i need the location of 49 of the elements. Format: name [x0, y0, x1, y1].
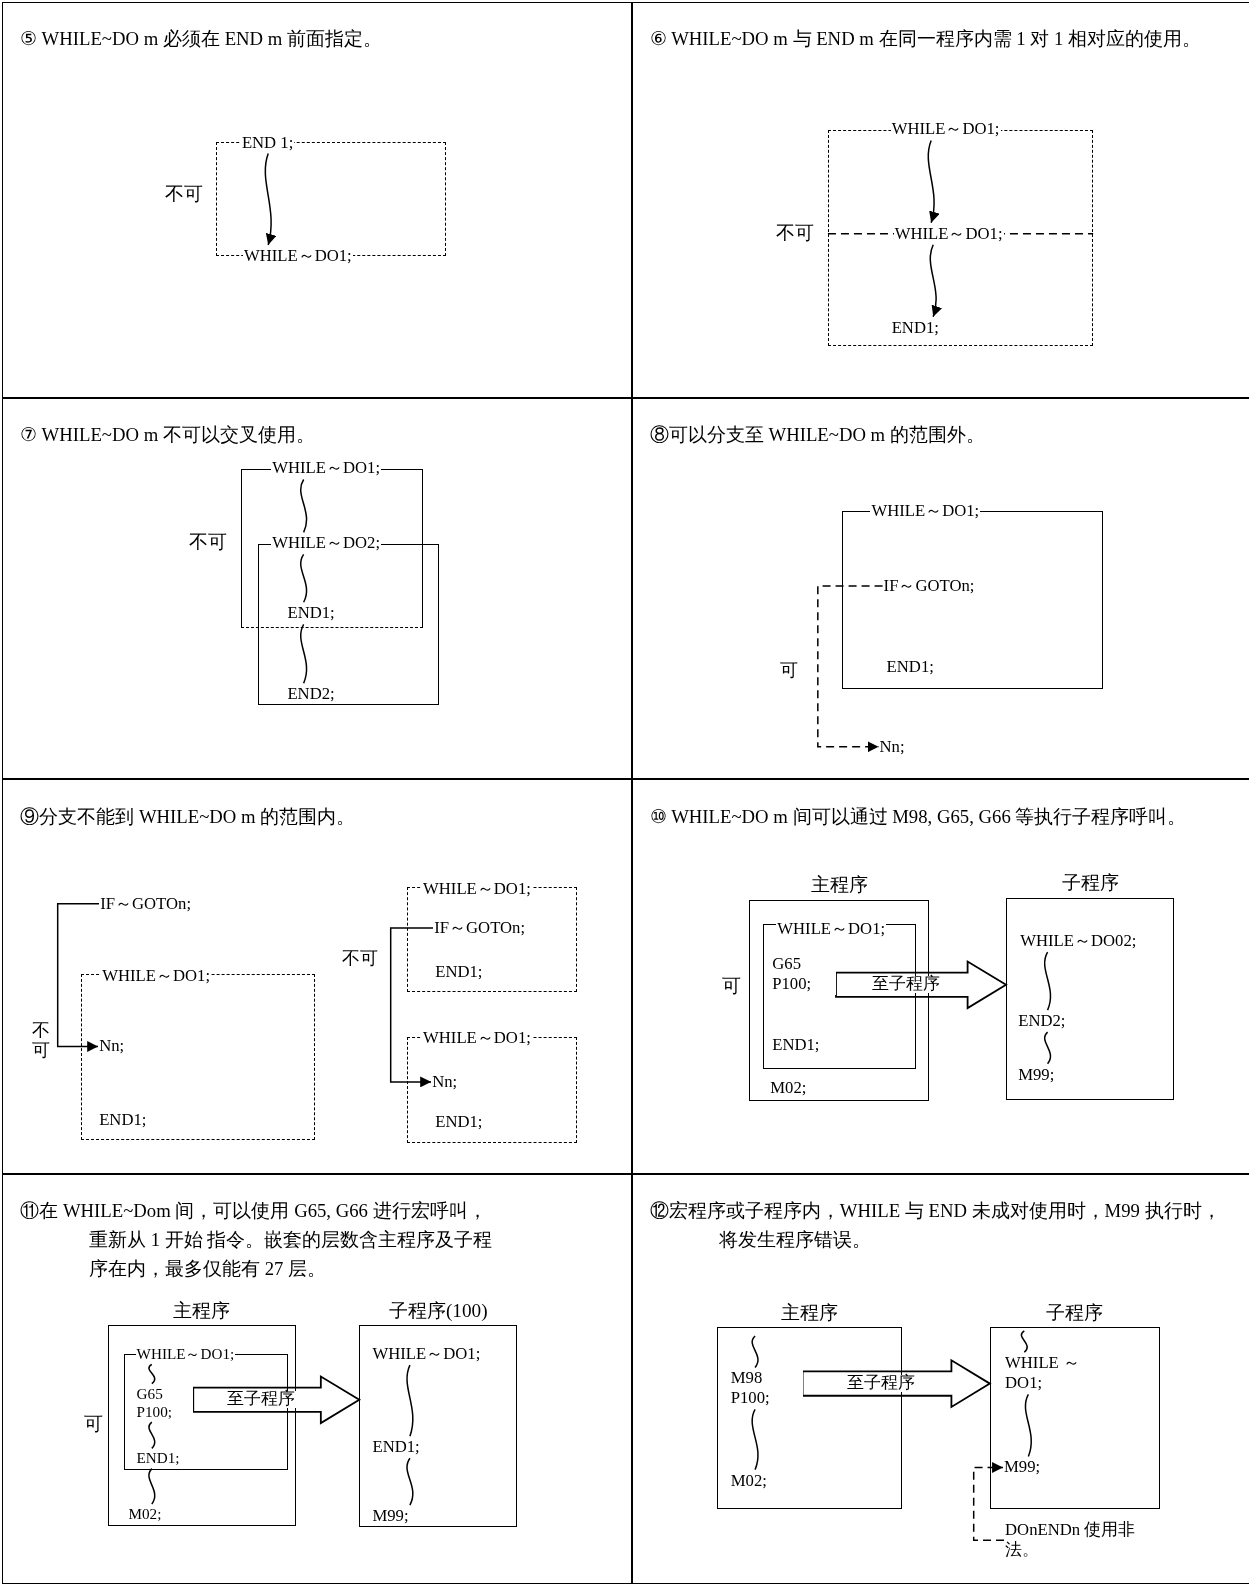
- box-heading: 子程序: [1060, 871, 1120, 896]
- box-heading: 子程序(100): [387, 1298, 489, 1323]
- rule-heading: ⑦ WHILE~DO m 不可以交叉使用。: [20, 423, 316, 448]
- edge-label: 不可: [31, 1020, 52, 1061]
- side-label: 可: [720, 973, 742, 997]
- jump-arrow: [817, 585, 884, 753]
- wavy-line: [300, 623, 308, 684]
- edge-label: 可: [779, 659, 800, 682]
- wavy-arrow: [264, 152, 276, 246]
- rule-heading: ⑨分支不能到 WHILE~DO m 的范围内。: [20, 804, 357, 829]
- wavy-line: [406, 1364, 414, 1437]
- jump-arrow: [389, 927, 434, 1088]
- side-label: 可: [83, 1411, 104, 1435]
- wavy-arrow: [927, 139, 940, 224]
- side-label: 不可: [163, 182, 204, 206]
- block-arrow: [801, 1358, 992, 1409]
- rule-heading: ⑥ WHILE~DO m 与 END m 在同一程序内需 1 对 1 相对应的使用。: [649, 27, 1202, 52]
- box-heading: 子程序: [1045, 1300, 1105, 1325]
- wavy-line: [300, 553, 308, 603]
- box-heading: 主程序: [809, 873, 869, 898]
- side-label: 不可: [775, 220, 816, 244]
- wavy-line: [1024, 1393, 1032, 1458]
- edge-label: 不可: [341, 948, 380, 971]
- wavy-line: [751, 1335, 759, 1369]
- edge-label: 至子程序: [846, 1375, 916, 1392]
- block-arrow: [835, 959, 1008, 1010]
- wavy-line: [751, 1408, 759, 1471]
- wavy-line: [406, 1457, 414, 1506]
- box-heading: 主程序: [172, 1298, 232, 1323]
- side-label: 不可: [188, 530, 229, 554]
- rule-heading: ⑧可以分支至 WHILE~DO m 的范围外。: [649, 423, 986, 448]
- wavy-line: [148, 1363, 156, 1385]
- rule-heading: ⑩ WHILE~DO m 间可以通过 M98, G65, G66 等执行子程序呼叫。: [649, 804, 1188, 829]
- edge-label: 至子程序: [870, 976, 941, 993]
- wavy-line: [1020, 1330, 1028, 1353]
- box-heading: 主程序: [779, 1300, 839, 1325]
- jump-arrow: [972, 1462, 1005, 1542]
- wavy-line: [148, 1421, 156, 1450]
- jump-arrow: [56, 903, 100, 1052]
- block-arrow: [192, 1374, 362, 1425]
- wavy-line: [1044, 1031, 1052, 1065]
- wavy-line: [1044, 951, 1052, 1011]
- rule-heading: ⑫宏程序或子程序内，WHILE 与 END 未成对使用时，M99 执行时，将发生程序错误。: [649, 1199, 1222, 1253]
- wavy-line: [148, 1467, 156, 1505]
- edge-label: 至子程序: [226, 1391, 297, 1408]
- wavy-arrow: [929, 243, 942, 318]
- rule-heading: ⑤ WHILE~DO m 必须在 END m 前面指定。: [20, 27, 383, 52]
- rule-heading: ⑪在 WHILE~Dom 间，可以使用 G65, G66 进行宏呼叫，重新从 1 开始 指令。嵌套的层数含主程序及子程序在内，最多仅能有 27 层。: [20, 1199, 494, 1282]
- wavy-line: [300, 478, 308, 534]
